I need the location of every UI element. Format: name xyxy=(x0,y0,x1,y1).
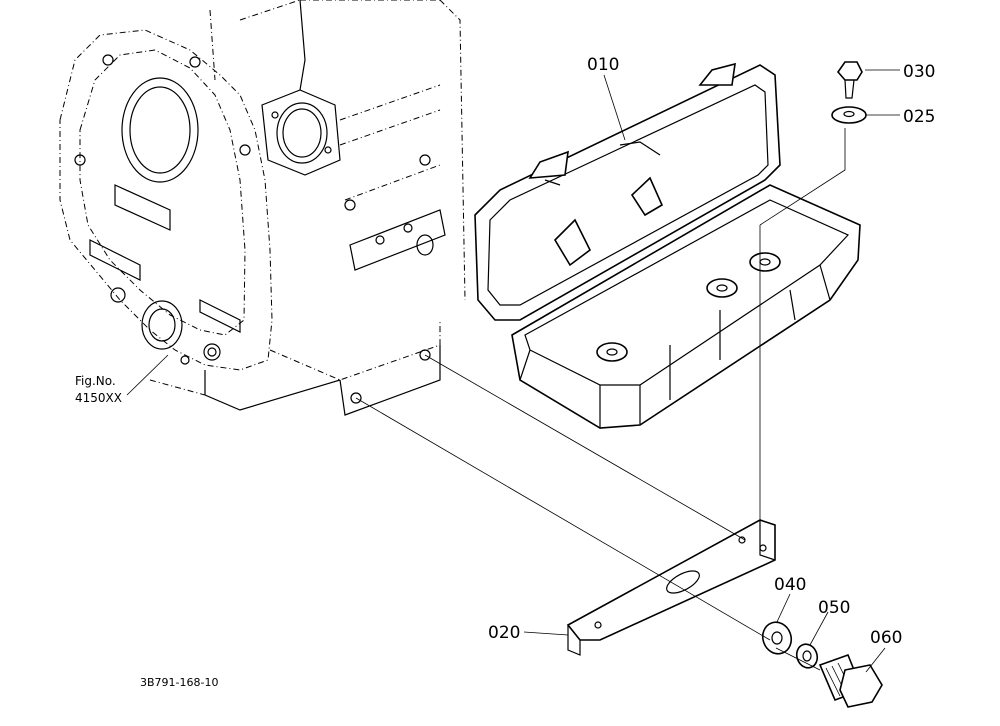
callout-020: 020 xyxy=(488,623,520,643)
callout-050: 050 xyxy=(818,598,850,618)
callout-040: 040 xyxy=(774,575,806,595)
callout-010: 010 xyxy=(587,55,619,75)
figure-reference-line2: 4150XX xyxy=(75,391,122,405)
figure-reference-line1: Fig.No. xyxy=(75,374,116,388)
callout-030: 030 xyxy=(903,62,935,82)
assembly-lines xyxy=(355,128,846,671)
drawing-number: 3B791-168-10 xyxy=(140,676,218,689)
callout-060: 060 xyxy=(870,628,902,648)
engine-block xyxy=(59,0,466,416)
bolt-060 xyxy=(818,653,883,708)
washer-025 xyxy=(831,106,867,124)
tool-box xyxy=(474,62,861,429)
washer-040 xyxy=(761,621,793,655)
callout-025: 025 xyxy=(903,107,935,127)
lock-washer-050 xyxy=(795,643,819,669)
bolt-030 xyxy=(836,61,863,99)
leader-lines xyxy=(126,69,900,673)
